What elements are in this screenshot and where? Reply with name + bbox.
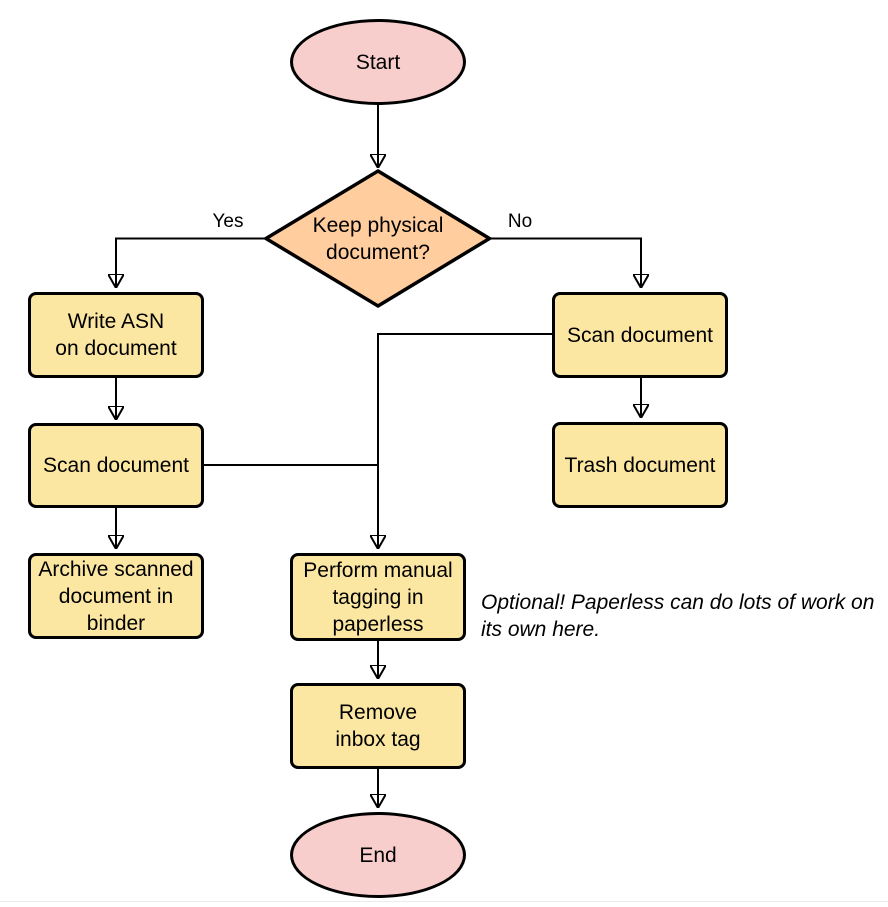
edge-label-no: No (507, 211, 533, 232)
optional-note: Optional! Paperless can do lots of work … (481, 591, 875, 641)
decision-diamond-shape (262, 168, 493, 309)
node-perform-manual-tagging: Perform manual tagging in paperless (290, 553, 466, 641)
node-scan-document-left: Scan document (28, 423, 204, 508)
node-end: End (290, 812, 466, 898)
edge-decision-yes-to-write-asn (116, 237, 266, 288)
node-decision-label: Keep physical document? (312, 213, 444, 264)
node-archive-scanned-document: Archive scanned document in binder (28, 553, 204, 639)
edge-decision-no-to-scan-right (489, 237, 641, 288)
edge-label-yes: Yes (212, 211, 244, 232)
node-write-asn-on-document: Write ASN on document (28, 292, 204, 378)
page-bottom-border (0, 901, 888, 902)
edge-scan-right-to-perform-tagging (378, 333, 552, 548)
node-remove-inbox-tag: Remove inbox tag (290, 683, 466, 769)
node-start: Start (290, 19, 466, 105)
node-trash-document: Trash document (552, 422, 728, 508)
node-scan-document-right: Scan document (552, 292, 728, 378)
